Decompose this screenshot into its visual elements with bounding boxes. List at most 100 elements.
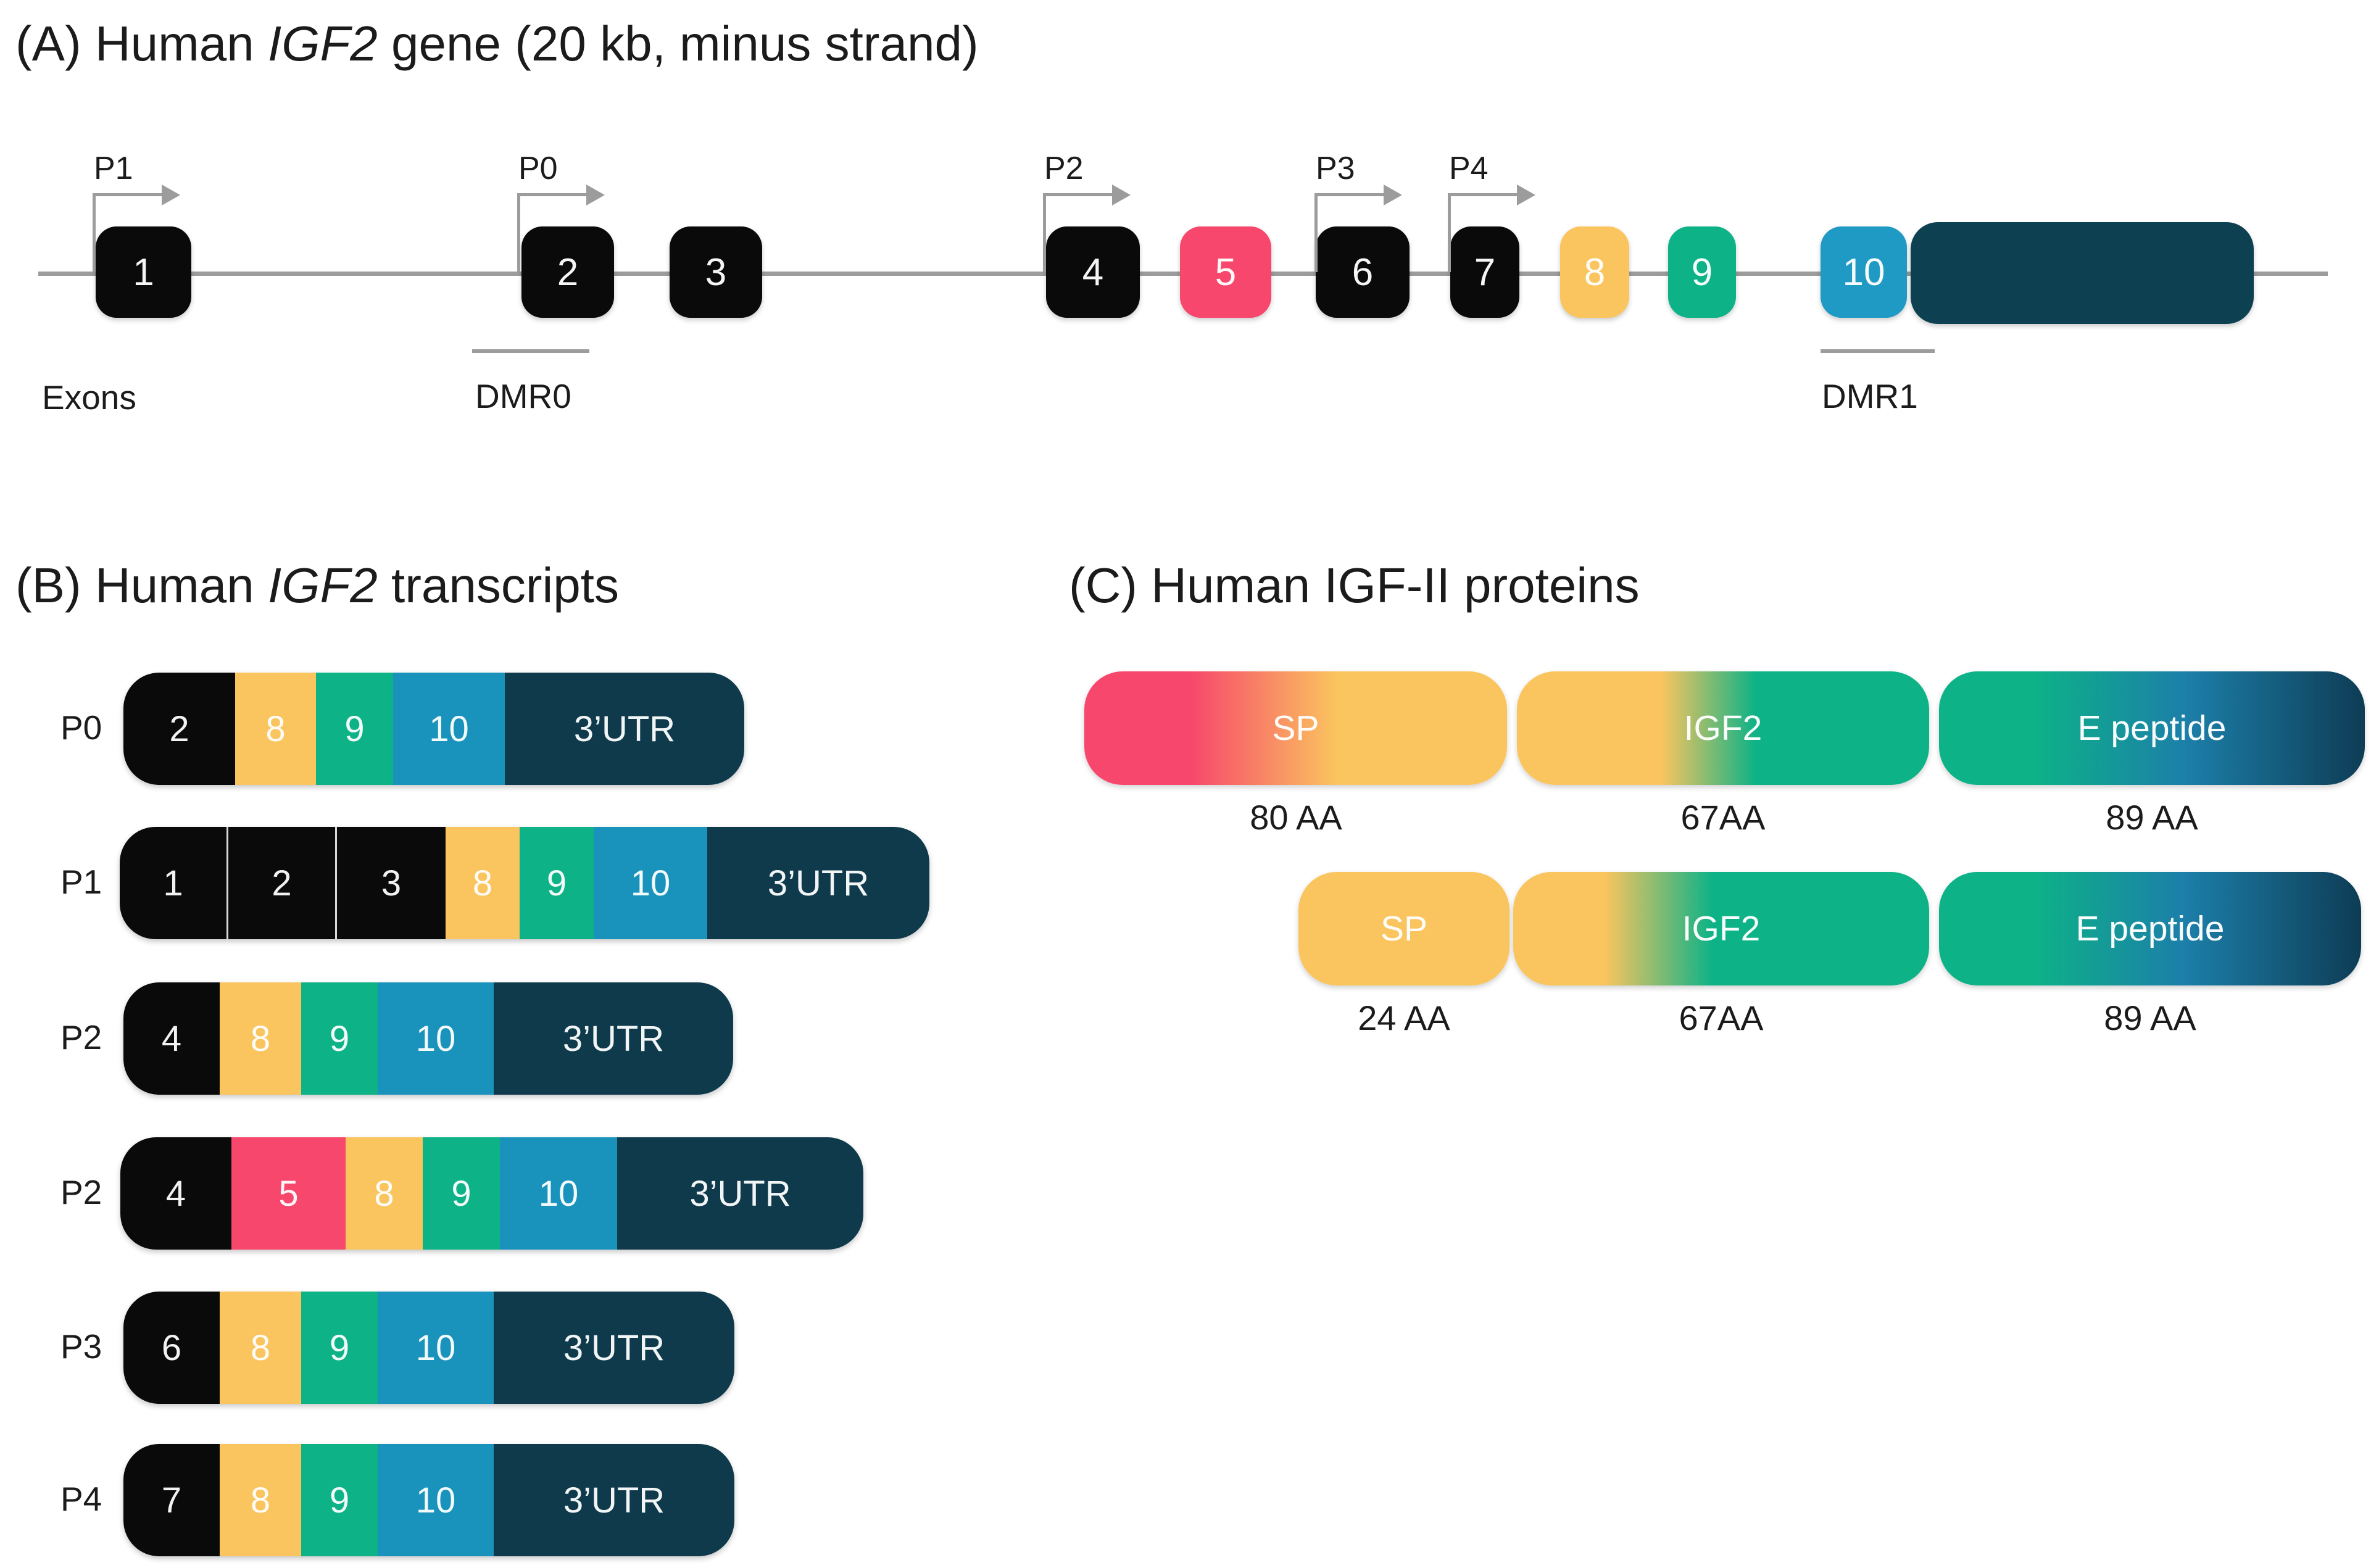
transcript-segment-label: 3’UTR	[563, 1480, 665, 1520]
transcript-segment-3UTR: 3’UTR	[494, 982, 733, 1095]
transcript-segment-label: 1	[163, 863, 183, 903]
protein-segment-igf2: IGF2	[1517, 671, 1929, 785]
aa-count-label: 24 AA	[1358, 998, 1450, 1037]
aa-count-label: 80 AA	[1250, 798, 1342, 837]
transcript-segment-9: 9	[301, 1292, 378, 1404]
panel-a-title-gene-symbol: IGF2	[267, 16, 378, 71]
transcript-segment-1: 1	[120, 827, 228, 939]
aa-count-label: 67AA	[1680, 798, 1766, 837]
exon-box-10: 10	[1821, 226, 1907, 318]
transcript-segment-label: 9	[329, 1480, 350, 1520]
protein-segment-label: SP	[1380, 909, 1428, 948]
transcript-segment-10: 10	[378, 1444, 494, 1556]
promoter-P0: P0	[517, 150, 628, 280]
promoter-P2: P2	[1043, 150, 1154, 280]
panel-b-title-post: transcripts	[377, 558, 620, 613]
protein-segment-label: E peptide	[2077, 708, 2227, 748]
promoter-arrowhead-icon	[1112, 185, 1131, 205]
transcript-segment-label: 2	[169, 708, 189, 749]
transcript-segment-label: 10	[429, 708, 469, 749]
transcript-segment-9: 9	[423, 1137, 500, 1250]
protein-segment-label: IGF2	[1684, 708, 1763, 748]
transcript-segment-3UTR: 3’UTR	[494, 1292, 734, 1404]
panel-a-title-pre: (A) Human	[15, 16, 268, 71]
transcript-row-label-P2: P2	[60, 1018, 102, 1056]
exon-box-3: 3	[670, 226, 762, 318]
transcript-row-label-P0: P0	[60, 708, 102, 747]
promoter-label: P0	[518, 151, 558, 186]
transcript-segment-label: 3	[381, 863, 402, 903]
exon-box-6: 6	[1316, 226, 1410, 318]
exon-box-1: 1	[96, 226, 191, 318]
exon-box-8: 8	[1560, 226, 1629, 318]
protein-segment-sp: SP	[1084, 671, 1507, 785]
transcript-segment-10: 10	[594, 827, 707, 939]
exon-number: 5	[1215, 251, 1237, 294]
exon-box-2: 2	[521, 226, 614, 318]
transcript-segment-label: 9	[344, 708, 365, 749]
transcript-segment-label: 10	[415, 1327, 456, 1368]
exon-number: 2	[557, 251, 579, 294]
transcript-segment-9: 9	[301, 1444, 378, 1556]
transcript-segment-label: 4	[161, 1018, 182, 1059]
transcript-segment-label: 9	[451, 1173, 471, 1214]
transcript-segment-8: 8	[220, 1292, 301, 1404]
panel-b-title-gene-symbol: IGF2	[267, 558, 378, 613]
transcript-segment-8: 8	[346, 1137, 423, 1250]
transcript-segment-2: 2	[228, 827, 337, 939]
promoter-arrow-stem	[1448, 193, 1451, 272]
transcript-segment-2: 2	[123, 673, 235, 785]
dmr0-label: DMR0	[475, 377, 571, 415]
transcript-segment-label: 9	[546, 863, 567, 903]
transcript-segment-label: 10	[630, 863, 671, 903]
transcript-segment-label: 6	[161, 1327, 182, 1368]
transcript-segment-label: 3’UTR	[562, 1018, 665, 1059]
promoter-P4: P4	[1448, 150, 1559, 280]
transcript-segment-label: 10	[538, 1173, 579, 1214]
protein-segment-label: IGF2	[1682, 909, 1761, 948]
protein-segment-sp: SP	[1298, 872, 1509, 985]
transcript-segment-label: 3’UTR	[573, 708, 676, 749]
transcript-segment-3UTR: 3’UTR	[494, 1444, 734, 1556]
transcript-segment-8: 8	[220, 1444, 301, 1556]
protein-segment-label: E peptide	[2075, 909, 2225, 948]
transcript-segment-label: 2	[272, 863, 292, 903]
exon-number: 7	[1474, 251, 1496, 294]
transcript-segment-3UTR: 3’UTR	[617, 1137, 863, 1250]
exon-box-9: 9	[1668, 226, 1736, 318]
transcript-segment-10: 10	[393, 673, 505, 785]
transcript-segment-label: 7	[161, 1480, 182, 1520]
transcript-segment-label: 9	[329, 1327, 350, 1368]
transcript-segment-9: 9	[520, 827, 594, 939]
transcript-segment-7: 7	[123, 1444, 220, 1556]
transcript-row-label-P3: P3	[60, 1327, 102, 1366]
protein-segment-e-peptide: E peptide	[1939, 671, 2365, 785]
exon-number: 9	[1691, 251, 1713, 294]
panel-a-title-post: gene (20 kb, minus strand)	[377, 16, 979, 71]
aa-count-label: 89 AA	[2104, 998, 2196, 1037]
dmr1-label: DMR1	[1822, 377, 1918, 415]
promoter-arrow-stem	[517, 193, 520, 272]
transcript-row-label-P4: P4	[60, 1480, 102, 1518]
transcript-segment-label: 3’UTR	[689, 1173, 791, 1214]
transcript-segment-8: 8	[446, 827, 520, 939]
exon-box-7: 7	[1450, 226, 1519, 318]
aa-count-label: 67AA	[1679, 998, 1764, 1037]
promoter-label: P2	[1044, 151, 1084, 186]
transcript-segment-10: 10	[500, 1137, 617, 1250]
transcript-segment-label: 9	[329, 1018, 350, 1059]
promoter-P3: P3	[1314, 150, 1426, 280]
utr-region-box	[1911, 222, 2254, 324]
promoter-label: P1	[94, 151, 133, 186]
transcript-segment-9: 9	[316, 673, 393, 785]
dmr1-line	[1821, 349, 1935, 353]
transcript-row-label-P2: P2	[60, 1173, 102, 1211]
transcript-segment-6: 6	[123, 1292, 220, 1404]
panel-a-title: (A) Human IGF2 gene (20 kb, minus strand…	[15, 15, 979, 72]
promoter-arrow-shaft	[517, 193, 586, 196]
exons-caption: Exons	[42, 378, 136, 417]
transcript-segment-label: 8	[374, 1173, 394, 1214]
transcript-segment-9: 9	[301, 982, 378, 1095]
